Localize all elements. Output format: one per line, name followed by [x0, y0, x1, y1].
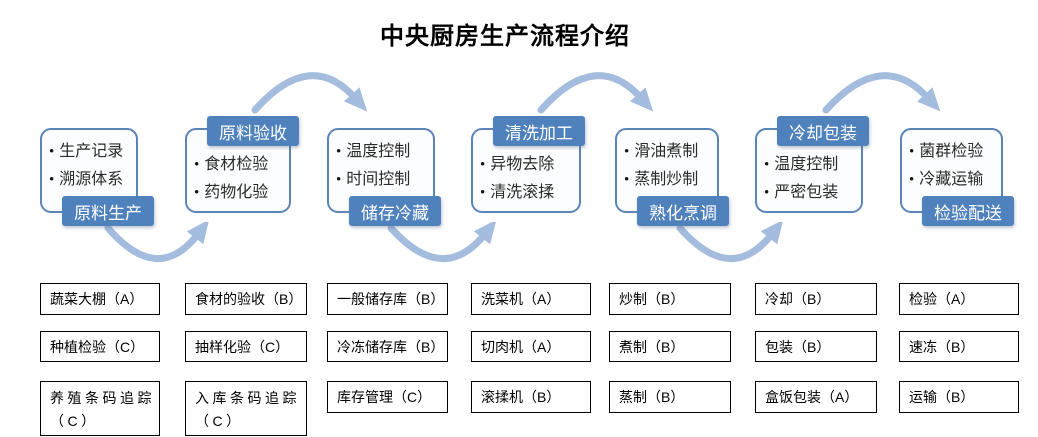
facility-box: 速冻（B） — [899, 331, 1019, 362]
stage-bullet: 生产记录 — [49, 138, 136, 166]
stage-label: 检验配送 — [922, 196, 1014, 226]
facility-box: 库存管理（C） — [327, 381, 448, 413]
curved-arrow-icon-stage6-stage7 — [822, 72, 941, 114]
facility-box: 洗菜机（A） — [471, 283, 591, 315]
stage-washing-processing: 异物去除 清洗滚揉 清洗加工 — [471, 116, 585, 213]
stage-label: 熟化烹调 — [637, 196, 729, 226]
facility-box: 滚揉机（B） — [471, 381, 591, 413]
stage-label: 储存冷藏 — [349, 196, 441, 226]
stage-inspection-delivery: 菌群检验 冷藏运输 检验配送 — [900, 128, 1014, 226]
stage-bullet: 异物去除 — [480, 151, 579, 179]
diagram-title: 中央厨房生产流程介绍 — [380, 23, 630, 50]
stage-bullet: 温度控制 — [336, 138, 433, 166]
curved-arrow-icon-stage5-stage6 — [676, 222, 784, 262]
facility-box: 冷冻储存库（B） — [327, 331, 448, 362]
stage-label: 冷却包装 — [777, 116, 869, 146]
curved-arrow-icon-stage2-stage3 — [251, 72, 368, 114]
stage-bullet: 药物化验 — [194, 179, 289, 207]
stage-bullet: 冷藏运输 — [909, 166, 1001, 194]
facility-box: 养殖条码追踪（C） — [40, 381, 160, 436]
facility-box: 食材的验收（B） — [185, 283, 307, 315]
facility-box: 冷却（B） — [755, 283, 877, 315]
curved-arrow-icon-stage4-stage5 — [537, 72, 654, 114]
stage-label: 原料验收 — [207, 116, 299, 146]
facility-box: 煮制（B） — [609, 331, 731, 362]
facility-box: 炒制（B） — [609, 283, 731, 315]
facility-box: 检验（A） — [899, 283, 1019, 315]
facility-box: 蒸制（B） — [609, 381, 731, 413]
stage-bullet: 严密包装 — [764, 179, 861, 207]
stage-label: 原料生产 — [62, 196, 154, 226]
stage-bullet: 菌群检验 — [909, 138, 1001, 166]
facility-box: 切肉机（A） — [471, 331, 591, 362]
facility-box: 包装（B） — [755, 331, 877, 362]
stage-bullet: 蒸制炒制 — [624, 166, 717, 194]
facility-box: 盒饭包装（A） — [755, 381, 877, 413]
facility-box: 一般储存库（B） — [327, 283, 448, 315]
stage-bullet: 时间控制 — [336, 166, 433, 194]
stage-bullet: 食材检验 — [194, 151, 289, 179]
facility-box: 运输（B） — [899, 381, 1019, 413]
stage-cooling-packaging: 温度控制 严密包装 冷却包装 — [755, 116, 869, 213]
stage-label: 清洗加工 — [493, 116, 585, 146]
curved-arrow-icon-stage3-stage4 — [387, 222, 497, 262]
stage-material-acceptance: 食材检验 药物化验 原料验收 — [185, 116, 299, 213]
facility-box: 抽样化验（C） — [185, 331, 307, 362]
stage-bullet: 温度控制 — [764, 151, 861, 179]
facility-box: 蔬菜大棚（A） — [40, 283, 160, 315]
facility-box: 入库条码追踪（C） — [185, 381, 307, 436]
stage-bullet: 清洗滚揉 — [480, 179, 579, 207]
curved-arrow-icon-stage1-stage2 — [104, 222, 210, 262]
stage-bullet: 滑油煮制 — [624, 138, 717, 166]
stage-bullet: 溯源体系 — [49, 166, 136, 194]
stage-raw-material-production: 生产记录 溯源体系 原料生产 — [40, 128, 154, 226]
stage-cold-storage: 温度控制 时间控制 储存冷藏 — [327, 128, 441, 226]
facility-box: 种植检验（C） — [40, 331, 160, 362]
stage-cooking: 滑油煮制 蒸制炒制 熟化烹调 — [615, 128, 729, 226]
